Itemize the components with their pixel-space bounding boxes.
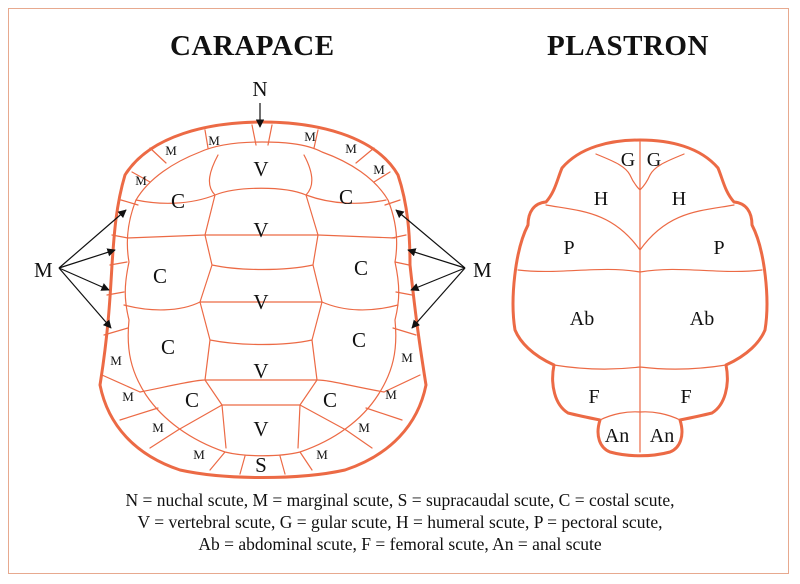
- marginal-label: M: [152, 420, 164, 435]
- supracaudal-label: S: [255, 453, 267, 477]
- vertebral-label: V: [253, 157, 268, 181]
- humeral-label: H: [672, 188, 686, 210]
- plastron-drawing: G G H H P P Ab Ab F F An An: [513, 140, 767, 456]
- femoral-label: F: [588, 386, 599, 408]
- vertebral-label: V: [253, 218, 268, 242]
- marginal-label: M: [316, 447, 328, 462]
- marginal-label: M: [345, 141, 357, 156]
- marginal-label: M: [385, 387, 397, 402]
- legend-line: Ab = abdominal scute, F = femoral scute,…: [0, 533, 800, 555]
- marginal-callout-right-arrows: [396, 210, 465, 328]
- costal-label: C: [171, 189, 185, 213]
- abdominal-label: Ab: [570, 308, 594, 330]
- legend-line: N = nuchal scute, M = marginal scute, S …: [0, 489, 800, 511]
- costal-label: C: [161, 335, 175, 359]
- costal-label: C: [339, 185, 353, 209]
- pectoral-label: P: [713, 237, 724, 259]
- legend: N = nuchal scute, M = marginal scute, S …: [0, 489, 800, 555]
- abdominal-label: Ab: [690, 308, 714, 330]
- costal-label: C: [354, 256, 368, 280]
- costal-label: C: [153, 264, 167, 288]
- vertebral-label: V: [253, 290, 268, 314]
- marginal-label: M: [208, 133, 220, 148]
- femoral-label: F: [680, 386, 691, 408]
- pectoral-label: P: [563, 237, 574, 259]
- legend-line: V = vertebral scute, G = gular scute, H …: [0, 511, 800, 533]
- marginal-label: M: [373, 162, 385, 177]
- gular-label: G: [621, 149, 635, 171]
- marginal-label: M: [304, 129, 316, 144]
- nuchal-label: N: [252, 77, 267, 101]
- vertebral-label: V: [253, 359, 268, 383]
- marginal-label: M: [358, 420, 370, 435]
- marginal-label: M: [193, 447, 205, 462]
- marginal-callout-right: M: [473, 258, 492, 282]
- marginal-label: M: [135, 173, 147, 188]
- marginal-label: M: [401, 350, 413, 365]
- marginal-label: M: [165, 143, 177, 158]
- vertebral-label: V: [253, 417, 268, 441]
- marginal-label: M: [122, 389, 134, 404]
- gular-label: G: [647, 149, 661, 171]
- costal-label: C: [323, 388, 337, 412]
- marginal-callout-left: M: [34, 258, 53, 282]
- anal-label: An: [650, 425, 674, 447]
- costal-label: C: [352, 328, 366, 352]
- anal-label: An: [605, 425, 629, 447]
- marginal-label: M: [110, 353, 122, 368]
- carapace-drawing: N V V V V V C C C C C C C C M M M M M M …: [34, 77, 492, 478]
- costal-label: C: [185, 388, 199, 412]
- humeral-label: H: [594, 188, 608, 210]
